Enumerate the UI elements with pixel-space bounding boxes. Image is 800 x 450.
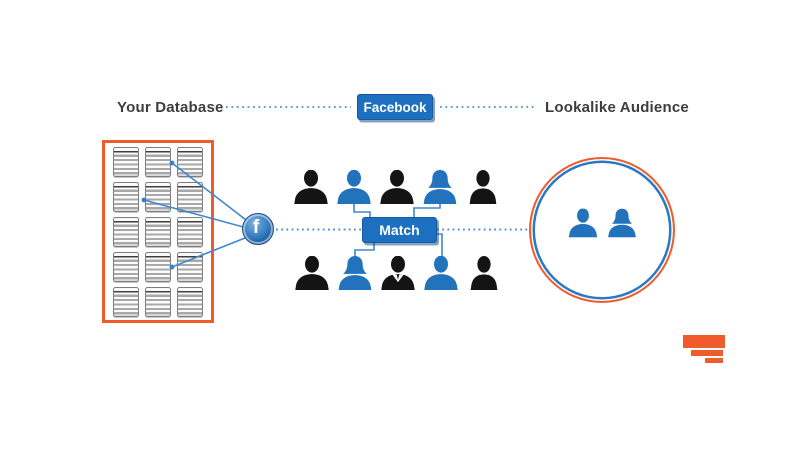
match-button-label: Match — [379, 222, 420, 238]
male-person-icon — [422, 256, 460, 290]
database-record-icon — [177, 286, 203, 317]
facebook-icon-letter: f — [252, 217, 260, 238]
match-button[interactable]: Match — [362, 217, 437, 243]
database-record-icon — [113, 216, 139, 247]
male-person-icon — [292, 170, 330, 204]
audience-row-top — [292, 170, 502, 204]
logo-bar — [683, 335, 725, 348]
logo-bar — [691, 350, 723, 356]
bust-person-icon — [465, 256, 503, 290]
database-grid — [102, 140, 214, 323]
logo-bar — [705, 358, 723, 363]
facebook-button[interactable]: Facebook — [357, 94, 433, 120]
database-record-icon — [113, 146, 139, 177]
database-record-icon — [177, 181, 203, 212]
lookalike-audience-circle — [529, 157, 675, 303]
lookalike-members — [531, 206, 673, 240]
database-record-icon — [113, 286, 139, 317]
audience-row-bottom — [293, 256, 503, 290]
male-person-icon — [567, 206, 599, 240]
database-record-icon — [145, 216, 171, 247]
lookalike-audience-label: Lookalike Audience — [545, 99, 689, 116]
male-person-icon — [293, 256, 331, 290]
database-record-icon — [145, 286, 171, 317]
your-database-label: Your Database — [117, 99, 224, 116]
facebook-button-label: Facebook — [363, 99, 427, 115]
female-person-icon — [606, 206, 638, 240]
male-person-icon — [335, 170, 373, 204]
database-record-icon — [145, 146, 171, 177]
database-record-icon — [113, 251, 139, 282]
facebook-icon: f — [242, 213, 274, 245]
suit-person-icon — [379, 256, 417, 290]
female-person-icon — [336, 256, 374, 290]
database-record-icon — [113, 181, 139, 212]
bust-person-icon — [464, 170, 502, 204]
female-person-icon — [421, 170, 459, 204]
male-person-icon — [378, 170, 416, 204]
database-record-icon — [177, 216, 203, 247]
